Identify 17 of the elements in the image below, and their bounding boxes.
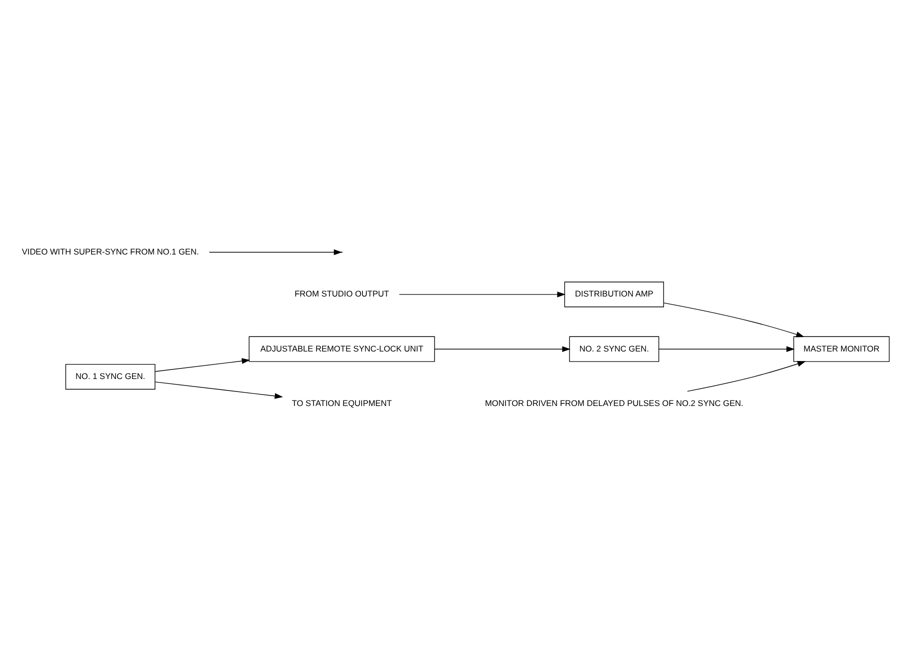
arrow: [399, 291, 566, 297]
node-text: TO STATION EQUIPMENT: [292, 397, 392, 408]
node-text: FROM STUDIO OUTPUT: [294, 288, 390, 298]
arrow: [664, 302, 804, 337]
arrow: [208, 248, 342, 255]
node-text: MONITOR DRIVEN FROM DELAYED PULSES OF NO.2 SYNC GEN.: [484, 397, 744, 408]
node-text: VIDEO WITH SUPER-SYNC FROM NO.1 GEN.: [22, 246, 199, 256]
arrow: [658, 346, 795, 352]
node-box: NO. 2 SYNC GEN.: [569, 336, 660, 362]
node-box: MASTER MONITOR: [793, 336, 890, 362]
node-box: ADJUSTABLE REMOTE SYNC-LOCK UNIT: [248, 336, 435, 362]
arrow: [434, 346, 570, 352]
node-box: DISTRIBUTION AMP: [564, 281, 664, 307]
arrow: [154, 381, 284, 398]
node-box: NO. 1 SYNC GEN.: [65, 363, 156, 390]
arrow: [154, 358, 250, 372]
arrow: [687, 360, 806, 392]
